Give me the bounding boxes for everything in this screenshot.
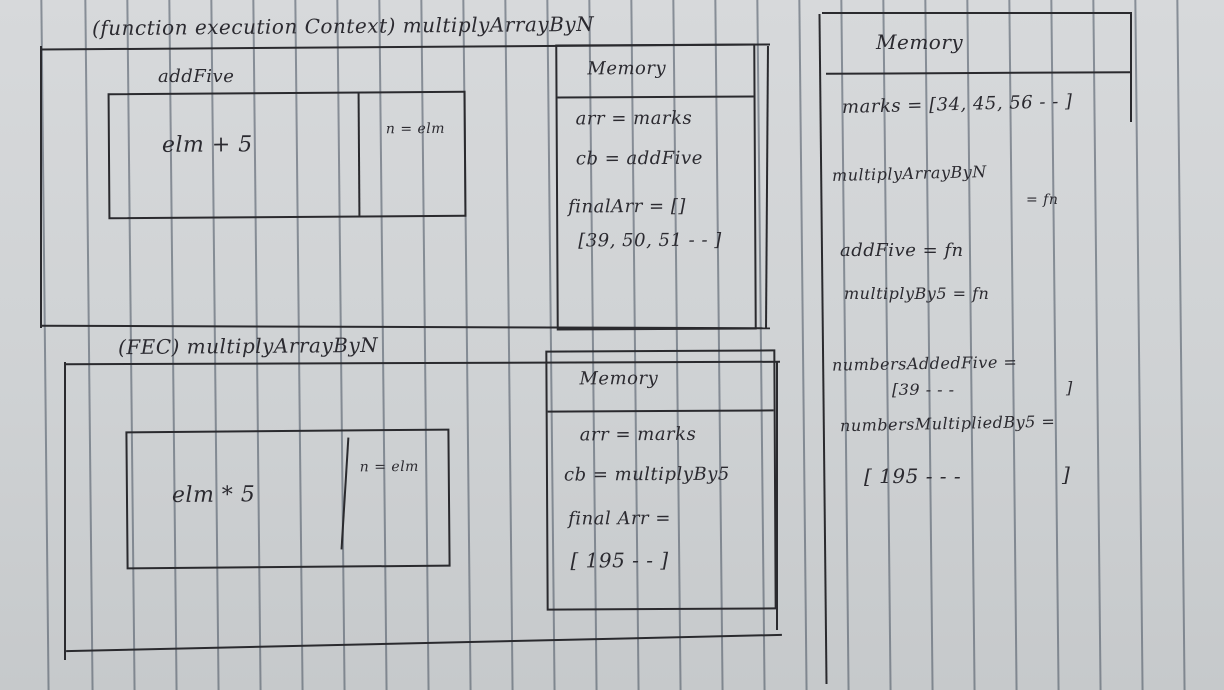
global-memory-multiplyarraybyn-value: = fn (1026, 192, 1059, 208)
top-ec-border-left (40, 46, 42, 328)
global-memory-numbersmultipliedby5: numbersMultipliedBy5 = (839, 411, 1056, 436)
bottom-inner-expr: elm * 5 (171, 482, 256, 509)
global-memory-numbersaddedfive-close: ] (1066, 378, 1073, 397)
global-memory-numbersmultipliedby5-close: ] (1062, 462, 1071, 486)
bottom-memory-line-arr: arr = marks (579, 423, 697, 446)
global-memory-numbersaddedfive: numbersAddedFive = (831, 352, 1018, 375)
bottom-ec-title: (FEC) multiplyArrayByN (117, 332, 379, 360)
global-memory-multiplyby5: multiplyBy5 = fn (844, 284, 990, 303)
rule-line (798, 0, 808, 690)
bottom-memory-title: Memory (579, 368, 659, 390)
bottom-memory-line-cb: cb = multiplyBy5 (563, 463, 730, 486)
top-memory-line-arr: arr = marks (575, 107, 693, 130)
rule-line (504, 0, 514, 690)
rule-line (1092, 0, 1102, 690)
global-memory-numbersaddedfive-values: [39 - - - (892, 380, 955, 399)
top-memory-line-values: [39, 50, 51 - - ] (578, 229, 722, 252)
top-inner-expr: elm + 5 (161, 132, 253, 158)
rule-line (84, 0, 94, 690)
global-memory-numbersmultipliedby5-values: [ 195 - - - (864, 464, 962, 488)
top-inner-box: elm + 5 n = elm (107, 90, 467, 220)
bottom-inner-param: n = elm (359, 458, 419, 476)
bottom-ec-border-left (64, 362, 66, 660)
global-memory-divider (825, 71, 1131, 75)
top-memory-line-cb: cb = addFive (575, 147, 703, 170)
top-ec-title: (function execution Context) multiplyArr… (91, 11, 595, 41)
global-memory-border-right (1130, 12, 1132, 122)
top-memory-line-finalarr: finalArr = [] (568, 195, 686, 218)
rule-line (1134, 0, 1144, 690)
global-memory-border-top (822, 12, 1132, 14)
global-memory-border-left (818, 14, 828, 684)
bottom-memory-box: Memory arr = marks cb = multiplyBy5 fina… (545, 349, 777, 611)
global-memory-title: Memory (876, 30, 964, 54)
bottom-memory-line-values: [ 195 - - ] (570, 547, 669, 573)
global-memory-addfive: addFive = fn (840, 240, 964, 261)
global-memory-marks: marks = [34, 45, 56 - - ] (841, 90, 1073, 119)
top-memory-divider (557, 95, 754, 99)
bottom-ec-border-bottom (66, 633, 782, 653)
top-inner-divider (357, 93, 361, 216)
bottom-memory-line-finalarr: final Arr = (568, 507, 671, 530)
top-memory-box: Memory arr = marks cb = addFive finalArr… (555, 43, 757, 331)
top-memory-title: Memory (587, 57, 667, 80)
top-inner-param: n = elm (385, 120, 446, 138)
top-ec-border-right (765, 45, 769, 329)
bottom-inner-box: elm * 5 n = elm (125, 428, 451, 570)
bottom-inner-divider (340, 437, 350, 550)
bottom-memory-divider (547, 409, 774, 413)
top-inner-label: addFive (158, 66, 235, 87)
global-memory-multiplyarraybyn: multiplyArrayByN (831, 161, 987, 186)
rule-line (1176, 0, 1186, 690)
bottom-ec-border-right (776, 362, 778, 630)
